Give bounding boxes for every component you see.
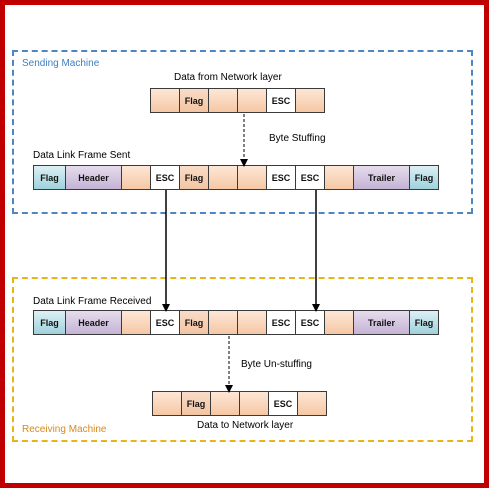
frame-cell-data: [239, 391, 269, 416]
frame-cell-header: Header: [65, 310, 122, 335]
data-from-network-caption: Data from Network layer: [174, 72, 282, 83]
frame-cell-data: [237, 88, 267, 113]
network-data-output-frame: Flag ESC: [152, 391, 327, 416]
frame-cell-data: [208, 88, 238, 113]
byte-unstuffing-caption: Byte Un-stuffing: [241, 359, 312, 370]
sending-machine-label: Sending Machine: [22, 58, 100, 69]
frame-sent-caption: Data Link Frame Sent: [33, 150, 131, 161]
frame-cell-data: [295, 88, 325, 113]
byte-stuffing-caption: Byte Stuffing: [269, 133, 326, 144]
frame-received-caption: Data Link Frame Received: [33, 296, 152, 307]
sending-machine-region: [12, 50, 473, 214]
frame-cell-header: Header: [65, 165, 122, 190]
frame-cell-data: [208, 310, 238, 335]
frame-cell-flag: Flag: [409, 165, 439, 190]
frame-cell-trailer: Trailer: [353, 165, 410, 190]
frame-cell-flag: Flag: [33, 165, 66, 190]
frame-cell-flag: Flag: [409, 310, 439, 335]
receiving-machine-region: [12, 277, 473, 442]
data-to-network-caption: Data to Network layer: [197, 420, 294, 431]
frame-cell-flag: Flag: [179, 310, 209, 335]
frame-cell-esc: ESC: [268, 391, 298, 416]
frame-cell-flag: Flag: [179, 88, 209, 113]
frame-cell-data: [210, 391, 240, 416]
receiving-machine-label: Receiving Machine: [22, 424, 107, 435]
frame-cell-data: [121, 310, 151, 335]
frame-cell-data: [121, 165, 151, 190]
frame-cell-esc: ESC: [266, 88, 296, 113]
frame-cell-flag: Flag: [33, 310, 66, 335]
frame-cell-trailer: Trailer: [353, 310, 410, 335]
frame-cell-esc: ESC: [266, 165, 296, 190]
frame-cell-flag: Flag: [179, 165, 209, 190]
frame-cell-esc: ESC: [295, 165, 325, 190]
frame-cell-flag: Flag: [181, 391, 211, 416]
frame-cell-data: [297, 391, 327, 416]
network-data-frame: Flag ESC: [150, 88, 325, 113]
frame-cell-esc: ESC: [295, 310, 325, 335]
frame-cell-esc: ESC: [150, 310, 180, 335]
frame-cell-data: [237, 310, 267, 335]
